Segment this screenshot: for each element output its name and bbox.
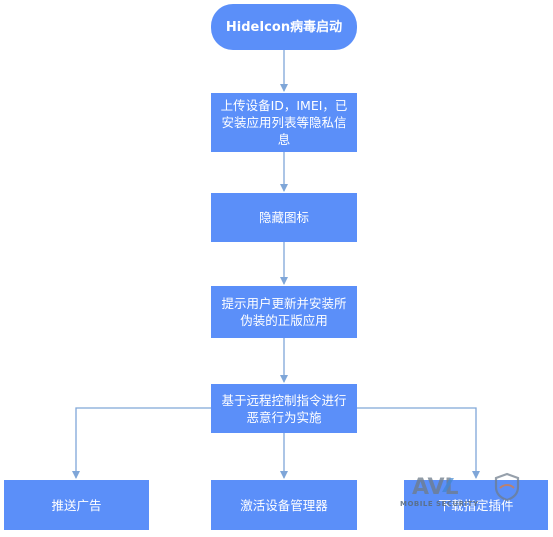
arrow-remote-to-push-ads: [72, 407, 211, 479]
activate-device-admin-node: 激活设备管理器: [211, 480, 357, 530]
start-node: HideIcon病毒启动: [211, 4, 357, 50]
prompt-update-node: 提示用户更新并安装所伪装的正版应用: [211, 286, 357, 338]
push-ads-node: 推送广告: [4, 480, 149, 530]
hide-icon-node: 隐藏图标: [211, 193, 357, 242]
remote-control-node: 基于远程控制指令进行恶意行为实施: [211, 384, 357, 433]
shield-icon: [494, 472, 520, 502]
avl-logo-icon: AVL: [412, 475, 459, 500]
watermark: AVL MOBILE SECURITY: [398, 472, 548, 512]
watermark-tagline: MOBILE SECURITY: [400, 500, 479, 508]
arrow-remote-to-download: [356, 407, 480, 479]
upload-info-node: 上传设备ID，IMEI，已安装应用列表等隐私信息: [211, 93, 357, 152]
download-plugin-node: 下载指定插件: [404, 480, 548, 530]
